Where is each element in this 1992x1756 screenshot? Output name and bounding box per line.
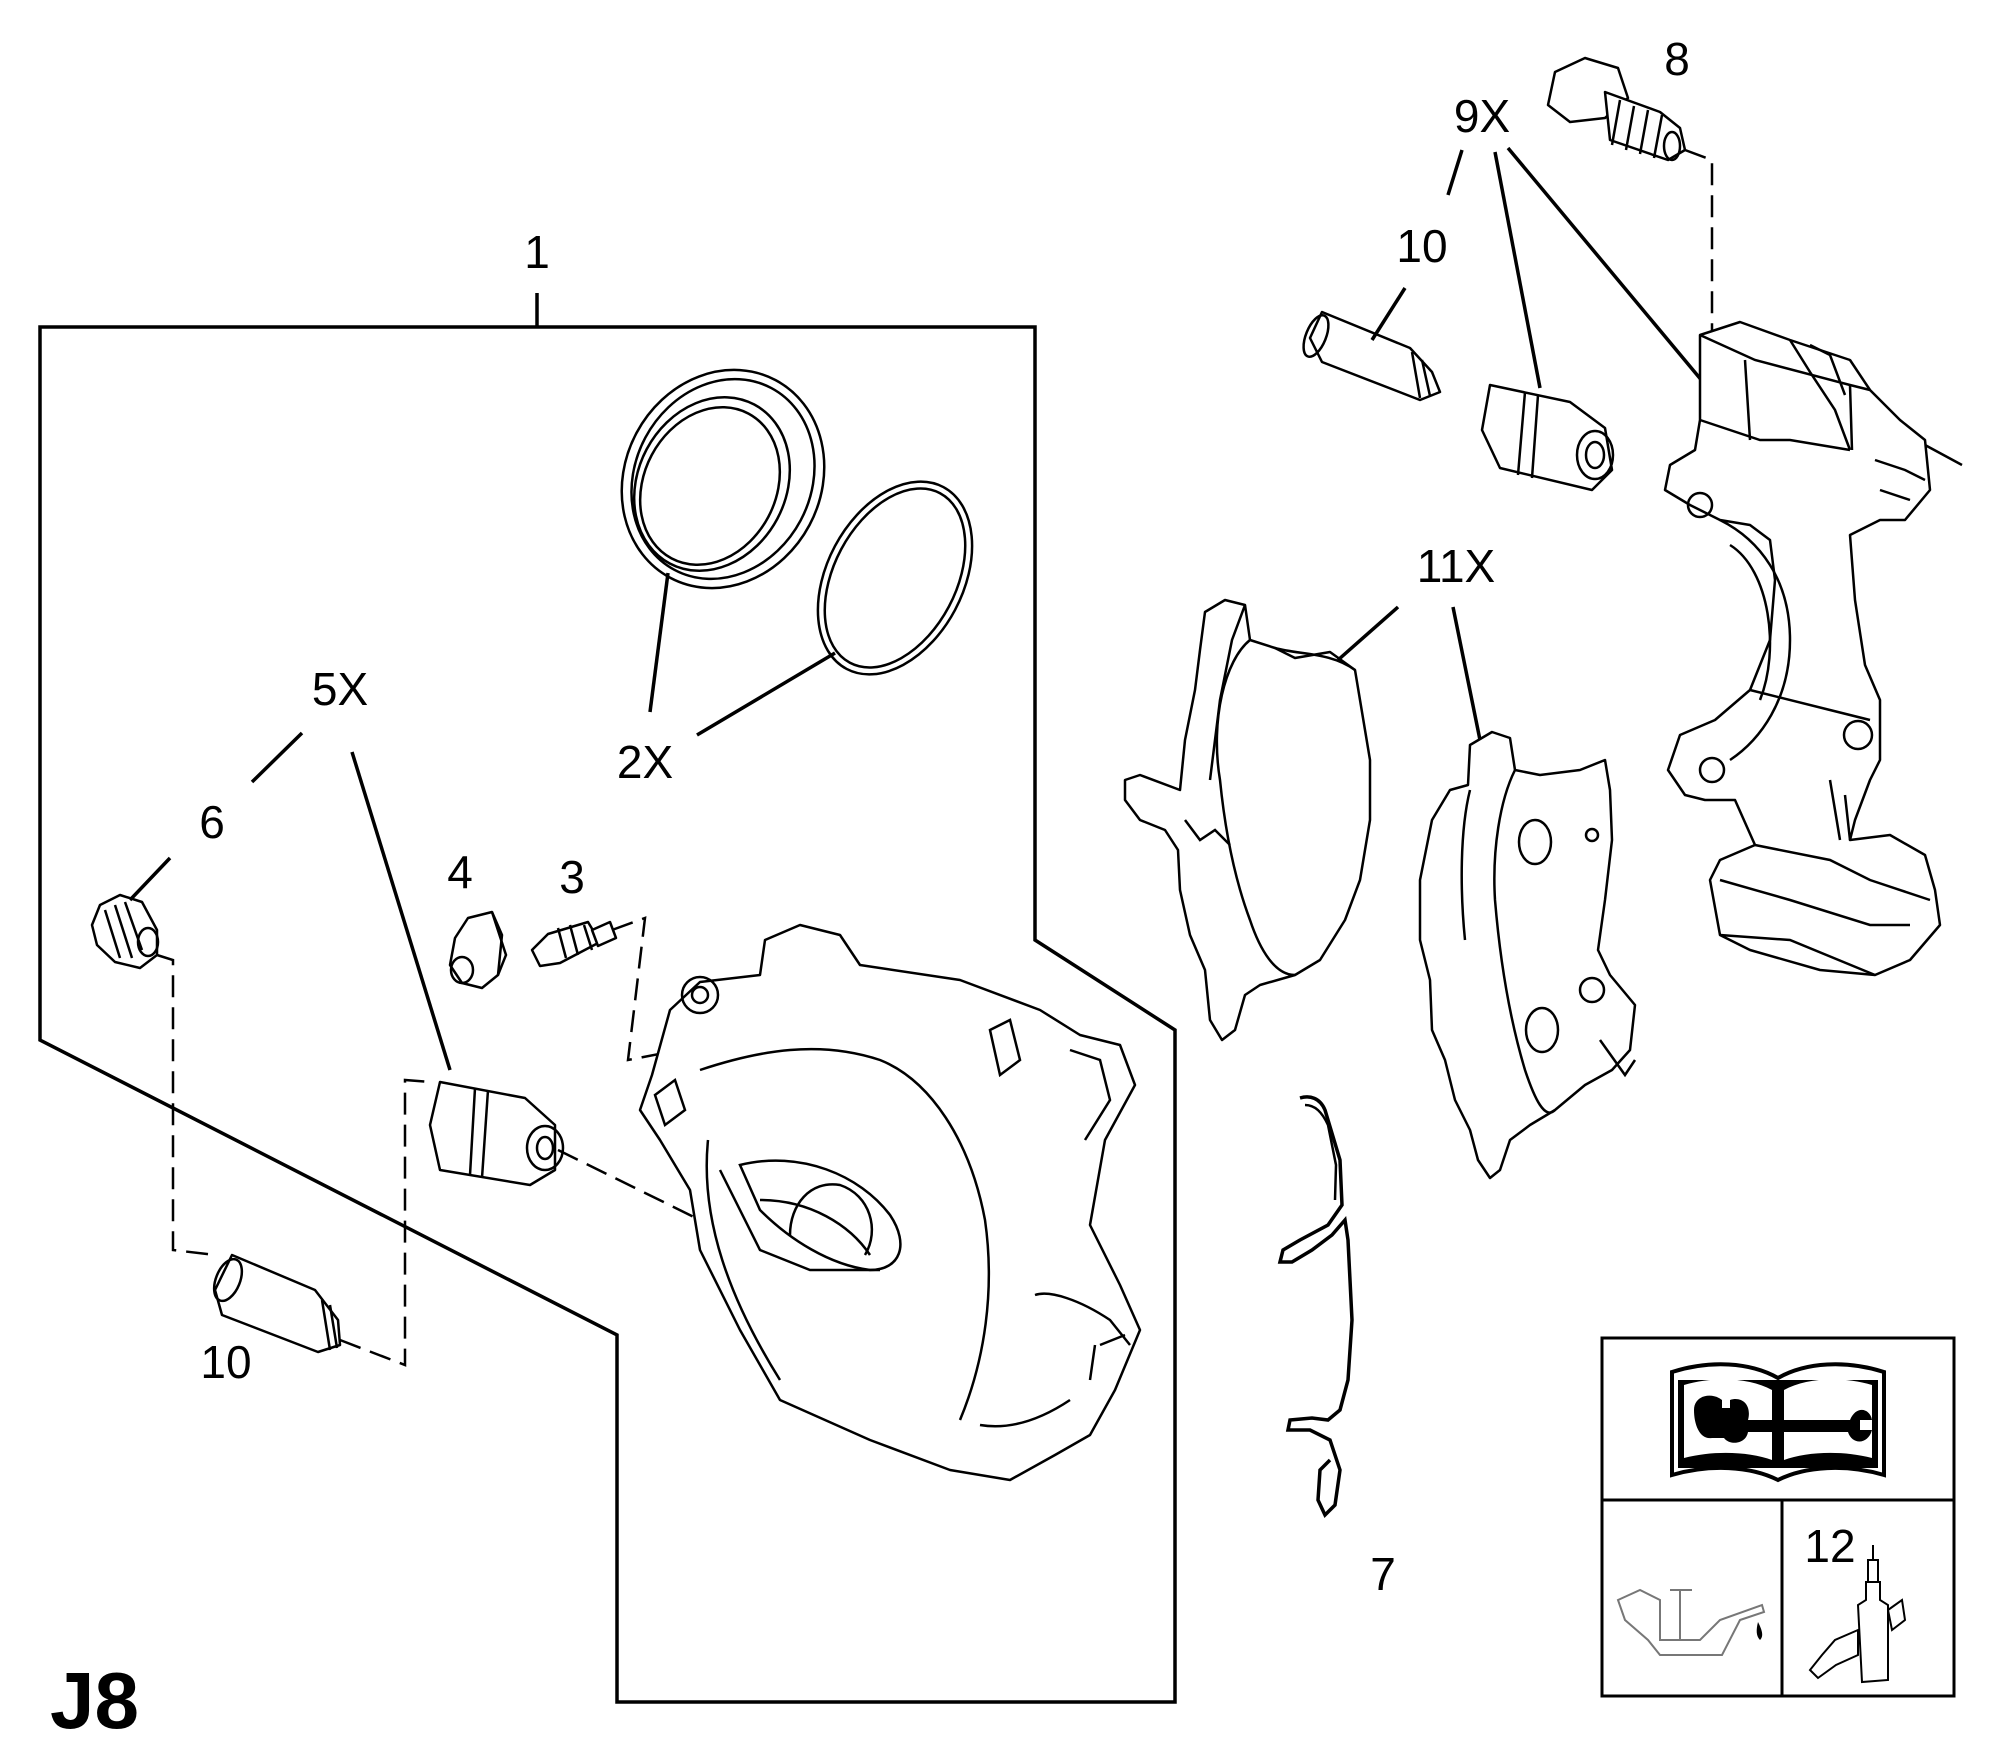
leader-9-a: [1446, 149, 1464, 196]
legend-box: [1600, 1336, 1956, 1698]
callout-11x: 11X: [1417, 540, 1495, 592]
repair-manual-icon: [1670, 1362, 1886, 1483]
callout-12: 12: [1804, 1520, 1855, 1572]
callout-2x: 2X: [617, 736, 673, 788]
leader-6: [128, 856, 172, 902]
guide-bushing-upper: [1480, 383, 1615, 492]
pad-retaining-spring: [1277, 1095, 1354, 1519]
guide-pin-lower-axis: [156, 953, 216, 1257]
callout-6: 6: [199, 796, 225, 848]
bleed-screw: [530, 920, 618, 968]
leader-2-a: [648, 572, 670, 713]
leader-5-a: [250, 731, 304, 784]
leader-10-upper: [1370, 287, 1407, 341]
bleed-screw-cap: [448, 910, 508, 990]
leader-9-b: [1493, 151, 1542, 389]
callout-10-lower: 10: [200, 1336, 251, 1388]
callout-5x: 5X: [312, 663, 368, 715]
leader-2-b: [696, 651, 836, 737]
guide-pin-lower-axis-2: [339, 1078, 431, 1367]
piston-o-ring: [816, 480, 974, 676]
adhesive-tube-icon: [1808, 1545, 1907, 1684]
guide-pin-cap: [90, 893, 160, 970]
leader-11-a: [1336, 605, 1400, 662]
callout-4: 4: [447, 846, 473, 898]
brake-carrier: [1663, 320, 1963, 977]
pad-retaining-spring-inner: [1304, 1103, 1338, 1201]
guide-pin-upper: [1302, 310, 1442, 402]
sheet-code: J8: [50, 1656, 139, 1745]
leader-9-c: [1506, 146, 1710, 390]
callout-1: 1: [524, 226, 550, 278]
leader-11-b: [1451, 606, 1482, 741]
brake-pad-outer: [1123, 598, 1372, 1042]
caliper-housing: [638, 923, 1142, 1482]
piston-dust-seal: [620, 368, 826, 590]
callout-8: 8: [1664, 33, 1690, 85]
caliper-kit-outline: [38, 325, 1177, 1704]
carrier-bolt: [1546, 56, 1687, 162]
callout-10-upper: 10: [1396, 220, 1447, 272]
callout-9x: 9X: [1454, 90, 1510, 142]
guide-bushing-lower: [428, 1080, 565, 1187]
callout-3: 3: [559, 851, 585, 903]
leader-5-b: [350, 751, 452, 1071]
carrier-bolt-axis: [1684, 148, 1743, 347]
oil-can-icon: [1616, 1588, 1766, 1656]
guide-pin-lower: [212, 1253, 342, 1354]
brake-pad-inner: [1418, 730, 1637, 1180]
callout-7: 7: [1370, 1548, 1396, 1600]
